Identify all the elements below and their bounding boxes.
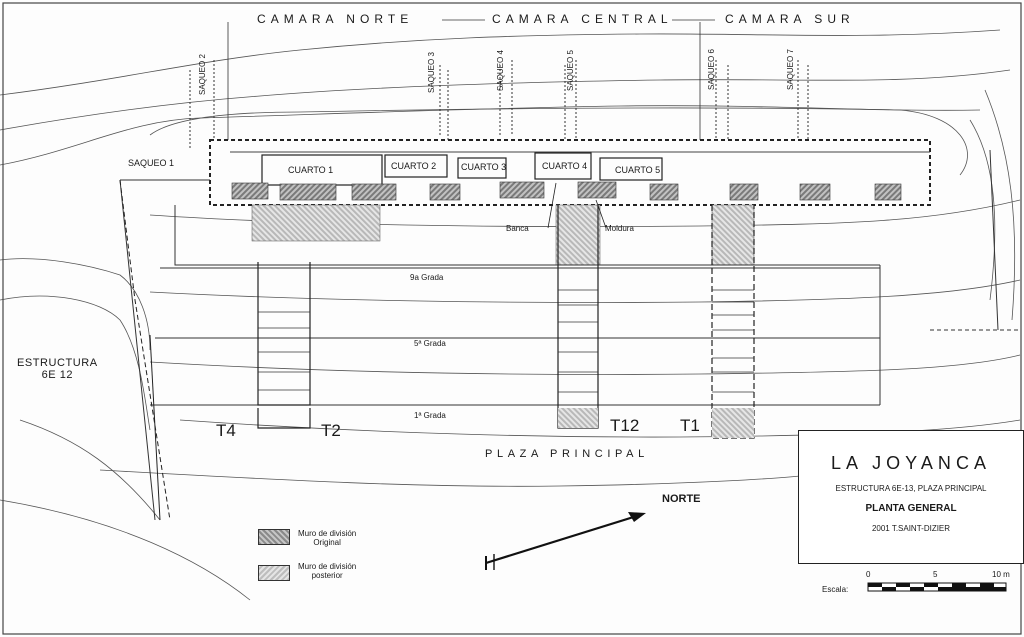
legend-later-line1: Muro de división <box>298 562 357 571</box>
chamber-guides <box>227 19 715 140</box>
looting-trenches <box>189 60 809 150</box>
original-walls <box>231 181 902 201</box>
looting-label-4: SAQUEO 4 <box>496 50 505 91</box>
scale-tick-10: 10 m <box>992 570 1010 579</box>
trench-steps <box>258 289 754 393</box>
structure-subtitle: ESTRUCTURA 6E-13, PLAZA PRINCIPAL <box>835 484 987 493</box>
room-label-3: CUARTO 3 <box>461 162 507 172</box>
looting-label-3: SAQUEO 3 <box>427 52 436 93</box>
looting-label-1: SAQUEO 1 <box>128 158 175 168</box>
structure-label-line2: 6E 12 <box>41 369 74 381</box>
room-label-2: CUARTO 2 <box>391 161 437 171</box>
structure-label: ESTRUCTURA 6E 12 <box>17 357 98 381</box>
room-outlines <box>261 152 663 186</box>
scale-tick-5: 5 <box>933 570 938 579</box>
later-walls <box>251 204 755 266</box>
chamber-south-label: CAMARA SUR <box>725 12 855 26</box>
chamber-central-label: CAMARA CENTRAL <box>492 12 673 26</box>
legend-later-swatch <box>258 565 290 581</box>
legend-later-text: Muro de división posterior <box>298 562 356 580</box>
room-label-1: CUARTO 1 <box>288 165 334 175</box>
north-label: NORTE <box>662 493 701 505</box>
looting-label-2: SAQUEO 2 <box>198 54 207 95</box>
trench-label-t2: T2 <box>321 421 341 440</box>
scale-tick-0: 0 <box>866 570 871 579</box>
contour-lines <box>0 29 1021 601</box>
legend-original-swatch <box>258 529 290 545</box>
molding-label: Moldura <box>605 224 634 233</box>
structure-label-line1: ESTRUCTURA <box>17 357 98 369</box>
scale-label: Escala: <box>822 585 849 594</box>
step-1-label: 1ª Grada <box>414 411 446 420</box>
bench-label: Banca <box>506 224 529 233</box>
trench-label-t4: T4 <box>216 421 236 440</box>
looting-label-6: SAQUEO 6 <box>707 49 716 90</box>
chamber-north-label: CAMARA NORTE <box>257 12 414 26</box>
plaza-label: PLAZA PRINCIPAL <box>485 448 649 460</box>
trench-label-t12: T12 <box>610 416 640 435</box>
legend-original-line2: Original <box>313 538 341 547</box>
room-label-4: CUARTO 4 <box>542 161 588 171</box>
credit-line: 2001 T.SAINT-DIZIER <box>871 524 951 533</box>
step-5-label: 5ª Grada <box>414 339 446 348</box>
legend-original-text: Muro de división Original <box>298 529 356 547</box>
looting-label-5: SAQUEO 5 <box>566 50 575 91</box>
plan-title: PLANTA GENERAL <box>865 503 957 514</box>
step-9-label: 9a Grada <box>410 273 444 282</box>
looting-label-7: SAQUEO 7 <box>786 49 795 90</box>
scale-bar <box>867 582 1007 592</box>
legend-original-line1: Muro de división <box>298 529 357 538</box>
room-label-5: CUARTO 5 <box>615 165 661 175</box>
site-title: LA JOYANCA <box>830 453 992 473</box>
north-arrow-icon <box>485 512 646 570</box>
trench-label-t1: T1 <box>680 416 700 435</box>
title-block: LA JOYANCA ESTRUCTURA 6E-13, PLAZA PRINC… <box>798 430 1024 564</box>
legend-later-line2: posterior <box>311 571 343 580</box>
